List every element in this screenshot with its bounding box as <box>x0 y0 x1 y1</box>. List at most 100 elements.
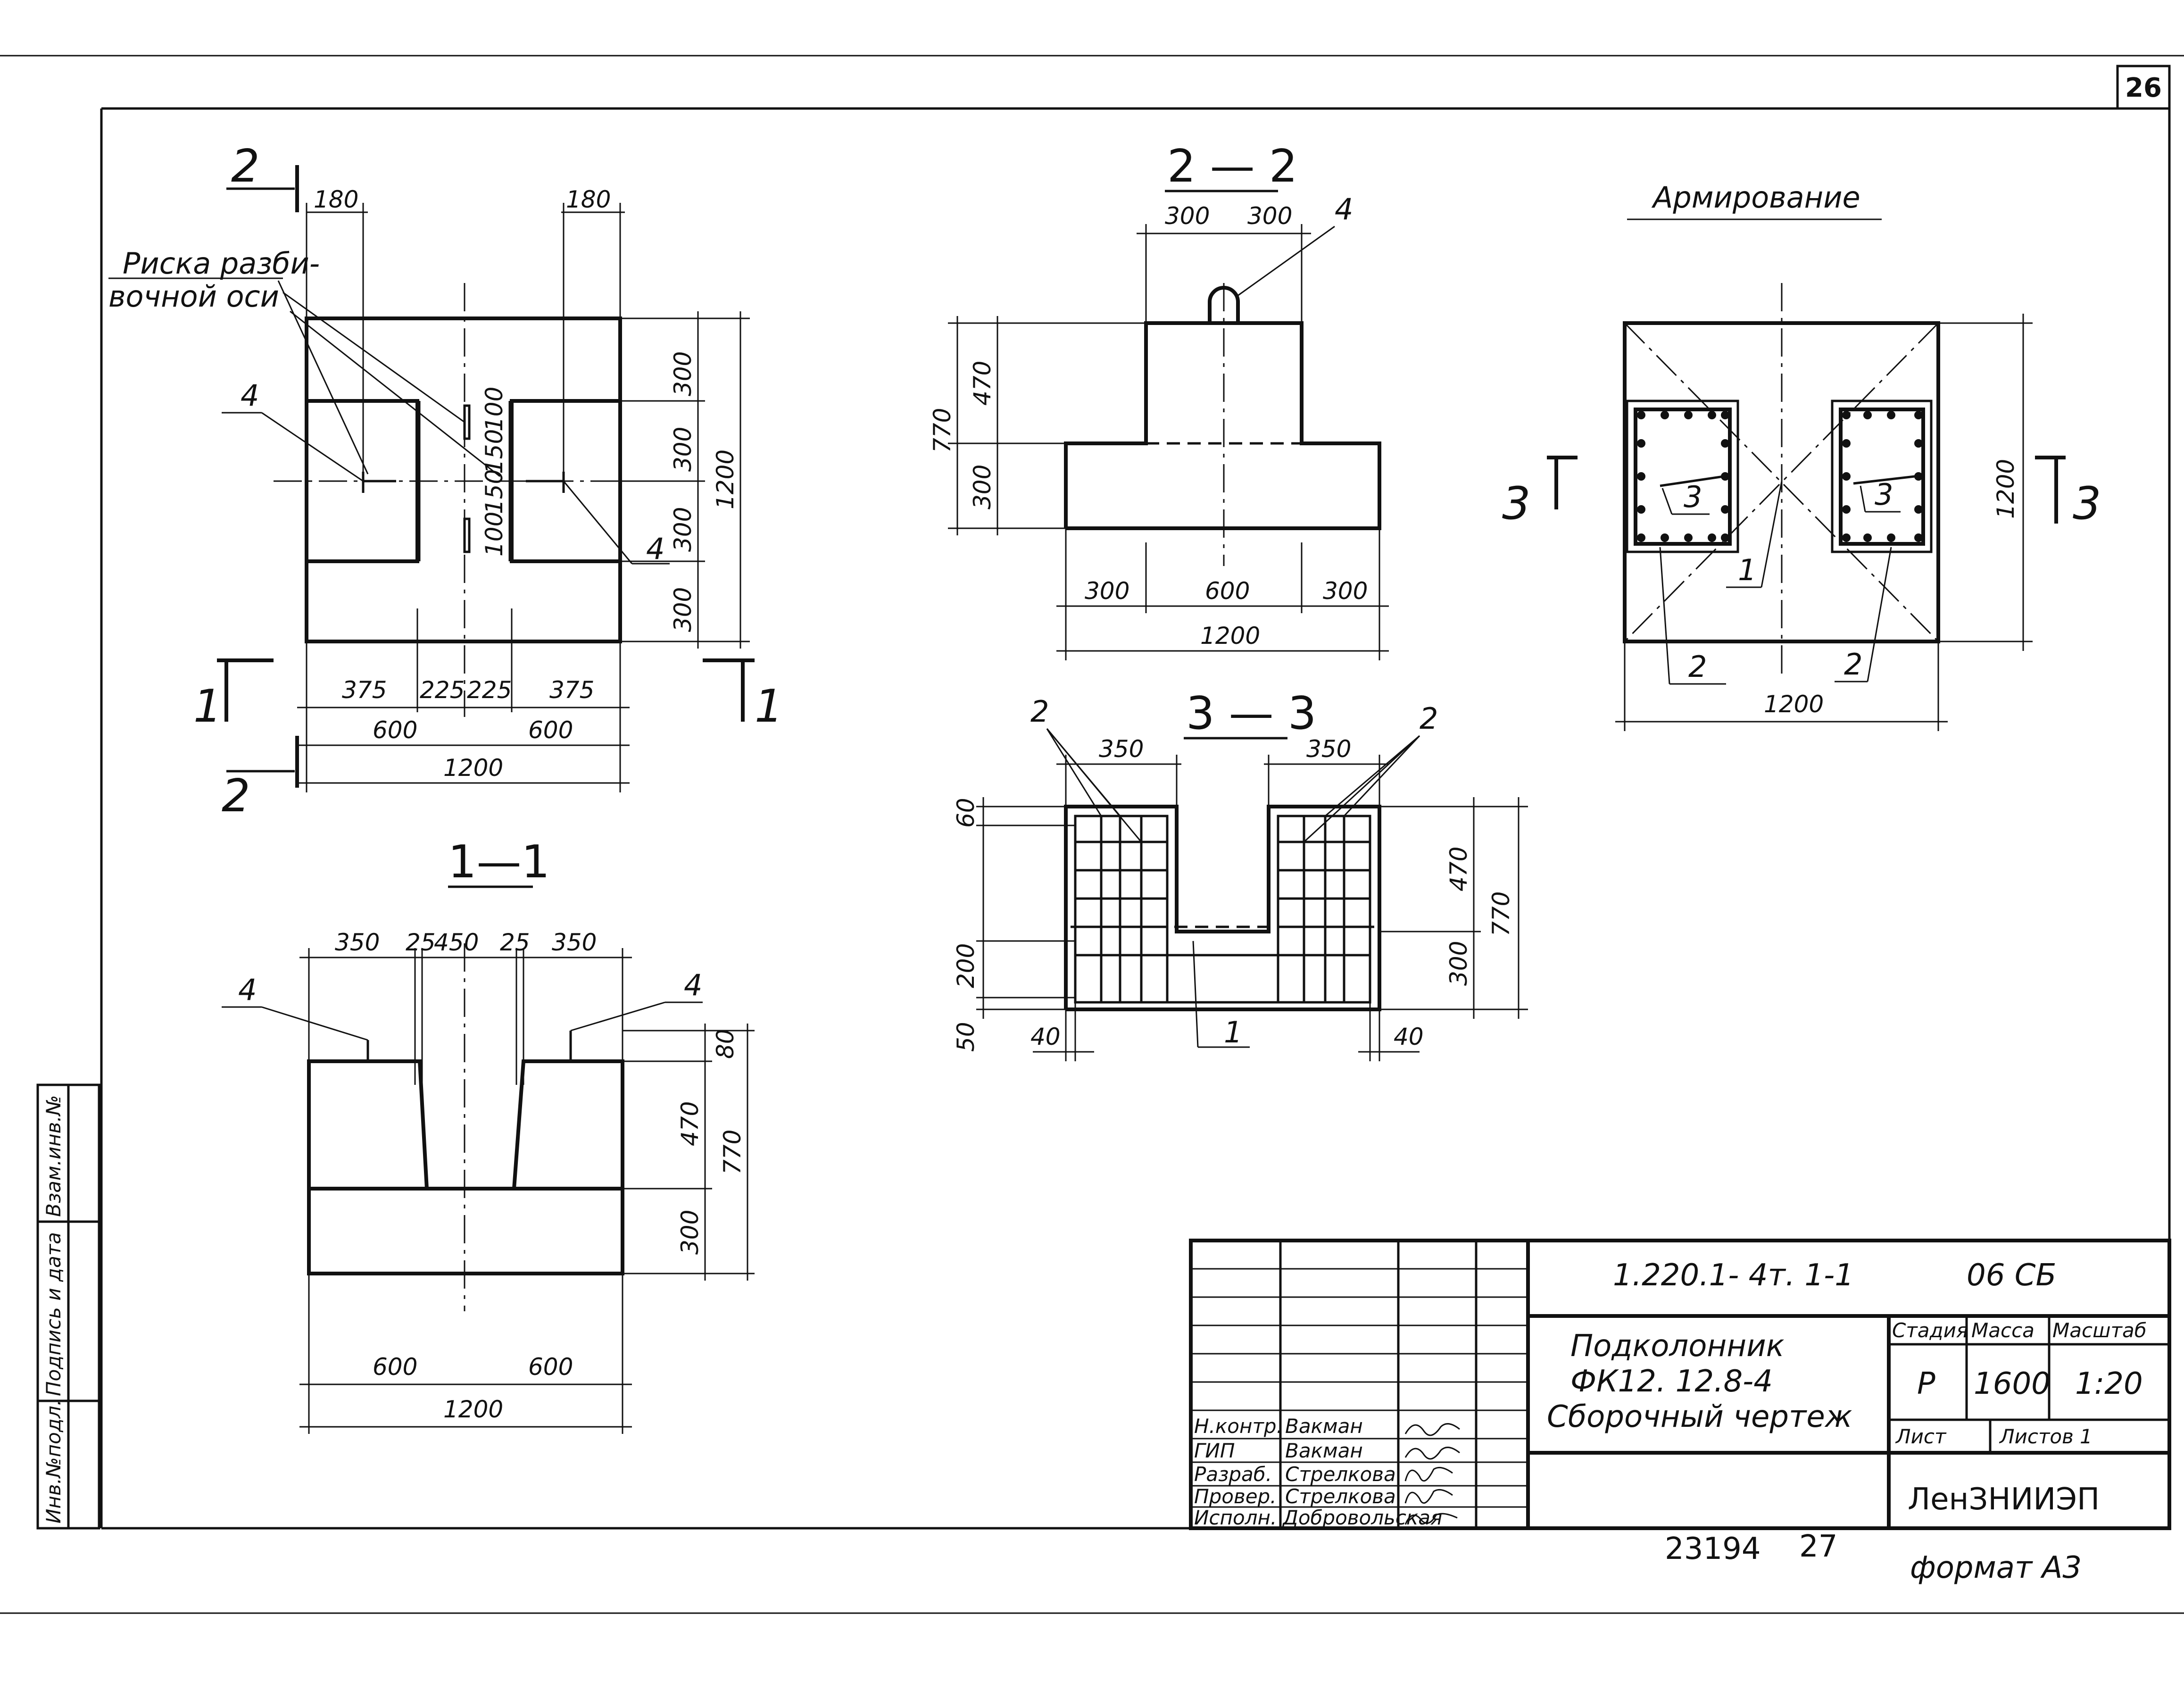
plan-dim-150-top: 150 <box>481 429 508 474</box>
reinforcement-view: Армирование 3 3 1 2 <box>1502 180 2101 731</box>
section-1-1: 1—1 4 4 350 25 450 25 350 80 470 300 <box>222 836 755 1434</box>
mass-value: 1600 <box>1974 1366 2051 1401</box>
strip-label-sign: Подпись и дата <box>42 1232 65 1396</box>
plan-note-line1: Риска разби- <box>123 246 320 281</box>
plan-dim-100-bottom: 100 <box>481 512 508 557</box>
section-3-3-dim-300: 300 <box>1445 941 1472 986</box>
section-2-2-dim-600-b: 600 <box>1205 577 1250 605</box>
section-1-1-dim-350-right: 350 <box>552 929 597 956</box>
plan-dim-600-right: 600 <box>528 716 573 744</box>
plan-dim-right-3: 300 <box>669 507 697 552</box>
plan-view: 2 2 1 1 Риска разби- вочной оси 4 4 180 … <box>108 141 783 822</box>
plan-dim-right-4: 300 <box>669 587 697 632</box>
section-1-1-title: 1—1 <box>448 836 550 888</box>
reinforcement-dim-1200-bottom: 1200 <box>1764 691 1824 718</box>
sheet-number: 26 <box>2125 73 2162 103</box>
plan-dim-180-right: 180 <box>566 186 611 213</box>
plan-dim-right-total: 1200 <box>712 450 739 509</box>
plan-dim-right-2: 300 <box>669 427 697 472</box>
sign-name-3: Стрелкова <box>1285 1463 1396 1486</box>
section-1-1-dim-1200: 1200 <box>443 1396 503 1423</box>
stage-header: Стадия <box>1892 1319 1968 1342</box>
sheet-label: Лист <box>1895 1425 1947 1448</box>
section-2-2-dim-300-left: 300 <box>1165 202 1210 230</box>
sign-role-3: Разраб. <box>1194 1463 1272 1486</box>
scale-header: Масштаб <box>2052 1319 2147 1342</box>
strip-label-inv: Инв.№подл. <box>42 1399 65 1524</box>
plan-dim-right-1: 300 <box>669 351 697 396</box>
scale-value: 1:20 <box>2075 1366 2143 1401</box>
sheets-label: Листов <box>1999 1425 2074 1448</box>
section-1-1-callout-4-right: 4 <box>684 968 702 1002</box>
title-line-2: ФК12. 12.8-4 <box>1570 1364 1773 1399</box>
section-3-3-callout-2-right: 2 <box>1420 701 1438 736</box>
section-1-1-dim-450: 450 <box>434 929 479 956</box>
plan-note-line2: вочной оси <box>108 279 279 314</box>
reinforcement-callout-3-left: 3 <box>1684 480 1702 514</box>
section-3-3-dim-40-right: 40 <box>1394 1023 1424 1050</box>
section-1-1-callout-4-left: 4 <box>238 973 257 1007</box>
section-1-1-dim-600-right: 600 <box>528 1353 573 1381</box>
section-2-2-dim-470: 470 <box>969 361 996 406</box>
sign-name-4: Стрелкова <box>1285 1485 1396 1508</box>
section-3-3-dim-350-left: 350 <box>1099 735 1144 763</box>
reinforcement-section-mark-3-right: 3 <box>2073 478 2101 530</box>
reinforcement-dim-1200-right: 1200 <box>1992 459 2019 519</box>
reinforcement-title: Армирование <box>1651 180 1860 215</box>
section-1-1-dim-25-left: 25 <box>406 929 436 956</box>
sign-name-5: Добровольская <box>1282 1506 1442 1529</box>
handwritten-signatures <box>1404 1423 1460 1525</box>
section-3-3: 3 — 3 2 <box>952 688 1528 1061</box>
sign-name-2: Вакман <box>1285 1439 1363 1462</box>
section-2-2-dim-770: 770 <box>929 408 956 453</box>
stage-value: Р <box>1917 1366 1935 1401</box>
sign-name-1: Вакман <box>1285 1415 1363 1438</box>
section-1-1-dim-600-left: 600 <box>373 1353 417 1381</box>
section-1-1-dim-770: 770 <box>719 1130 746 1174</box>
plan-dim-375-left: 375 <box>342 676 387 704</box>
plan-section-mark-2-top: 2 <box>231 141 259 192</box>
mass-header: Масса <box>1971 1319 2035 1342</box>
plan-callout-4-left: 4 <box>241 378 259 413</box>
section-2-2-dim-300-b-right: 300 <box>1323 577 1368 605</box>
section-3-3-callout-1: 1 <box>1224 1015 1242 1049</box>
plan-section-mark-1-left: 1 <box>193 681 222 733</box>
plan-dim-600-left: 600 <box>373 716 417 744</box>
section-3-3-dim-40-left: 40 <box>1030 1023 1061 1050</box>
section-2-2-dim-1200: 1200 <box>1200 622 1260 649</box>
plan-dim-100-top: 100 <box>481 387 508 432</box>
plan-callout-4-right: 4 <box>646 532 664 566</box>
section-2-2-dim-300-b-left: 300 <box>1085 577 1129 605</box>
section-3-3-rebar-left <box>1074 815 1169 1004</box>
reinforcement-callout-2-left: 2 <box>1688 649 1707 684</box>
section-1-1-dim-350-left: 350 <box>335 929 380 956</box>
plan-dim-180-left: 180 <box>314 186 358 213</box>
sign-role-5: Исполн. <box>1194 1506 1277 1529</box>
section-3-3-dim-770: 770 <box>1487 891 1515 936</box>
section-1-1-dim-25-right: 25 <box>500 929 530 956</box>
section-2-2-title: 2 — 2 <box>1167 141 1297 192</box>
section-3-3-title: 3 — 3 <box>1186 688 1316 740</box>
section-3-3-dim-200: 200 <box>952 943 980 988</box>
bottom-number-2: 27 <box>1799 1529 1837 1564</box>
plan-section-mark-2-bottom: 2 <box>222 770 250 822</box>
section-1-1-dim-470: 470 <box>676 1101 704 1146</box>
reinforcement-callout-3-right: 3 <box>1875 477 1893 512</box>
plan-dim-225-right: 225 <box>467 676 512 704</box>
reinforcement-section-mark-3-left: 3 <box>1502 478 1530 530</box>
title-block: 1.220.1- 4т. 1-1 06 СБ Подколонник ФК12.… <box>1189 1239 2171 1530</box>
section-1-1-dim-300: 300 <box>676 1210 704 1255</box>
section-3-3-dim-60: 60 <box>952 798 980 828</box>
section-2-2: 2 — 2 4 300 300 470 300 770 300 600 300 … <box>929 141 1389 660</box>
sheets-count: 1 <box>2080 1425 2093 1448</box>
binding-strip: Инв.№подл. Подпись и дата Взам.инв.№ <box>36 1083 100 1530</box>
section-3-3-dim-470: 470 <box>1445 847 1472 891</box>
signatures-table: Н.контр. Вакман ГИП Вакман Разраб. Стрел… <box>1194 1415 1460 1529</box>
sign-role-4: Провер. <box>1194 1485 1277 1508</box>
title-code: 1.220.1- 4т. 1-1 <box>1613 1258 1854 1293</box>
plan-dim-1200: 1200 <box>443 754 503 782</box>
plan-dim-150-bottom: 150 <box>481 469 508 514</box>
title-code-suffix: 06 СБ <box>1967 1258 2056 1293</box>
sheet-frame: 26 <box>0 55 2184 1614</box>
